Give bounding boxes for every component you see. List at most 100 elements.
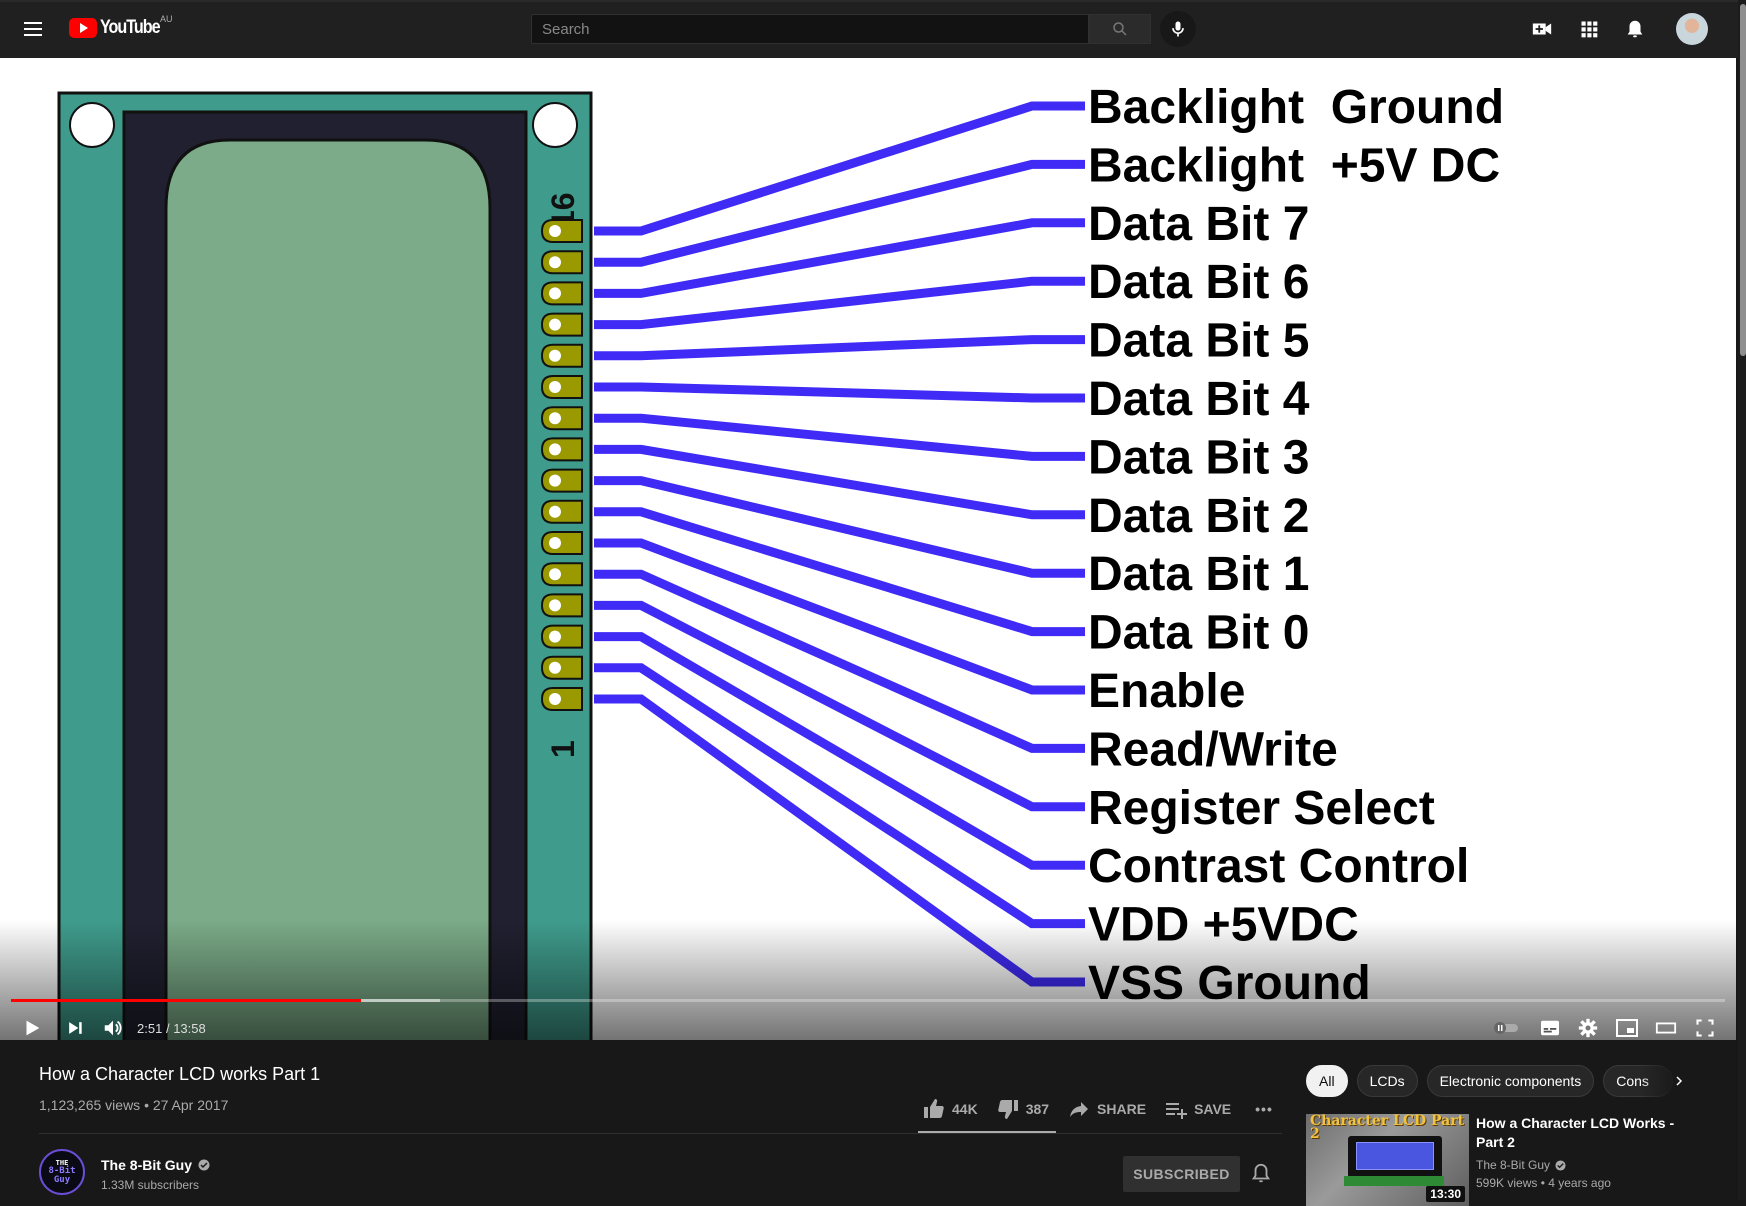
pin-pad-hole <box>549 318 561 331</box>
pin-pad-hole <box>549 287 561 300</box>
subscribed-button[interactable]: SUBSCRIBED <box>1123 1156 1240 1192</box>
pin-pad-hole <box>549 568 561 581</box>
pin-pad <box>540 406 583 431</box>
pin-pad <box>540 437 583 462</box>
recommended-video-title[interactable]: How a Character LCD Works - Part 2 <box>1476 1115 1675 1150</box>
divider <box>39 1133 1282 1134</box>
chip-electronic-components[interactable]: Electronic components <box>1426 1065 1595 1097</box>
recommended-video-thumbnail[interactable]: Character LCD Part 2 13:30 <box>1306 1114 1469 1206</box>
chip-lcds[interactable]: LCDs <box>1356 1065 1418 1097</box>
thumbnail-pcb <box>1344 1176 1444 1186</box>
pin-pad <box>540 281 583 306</box>
save-label: SAVE <box>1194 1101 1232 1117</box>
mounting-hole <box>69 102 115 148</box>
search-button[interactable] <box>1089 14 1151 44</box>
page-scrollbar-thumb[interactable] <box>1740 4 1746 356</box>
subtitles-button[interactable] <box>1532 1010 1568 1040</box>
recommended-video-channel[interactable]: The 8-Bit Guy <box>1476 1158 1566 1172</box>
search-input[interactable] <box>532 15 1088 43</box>
pin-pad <box>540 250 583 275</box>
like-count: 44K <box>952 1101 978 1117</box>
theater-mode-button[interactable] <box>1648 1010 1684 1040</box>
channel-avatar-text: 8-Bit <box>48 1165 76 1176</box>
volume-button[interactable] <box>95 1010 131 1040</box>
user-avatar[interactable] <box>1676 13 1708 45</box>
menu-icon[interactable] <box>24 18 42 40</box>
miniplayer-button[interactable] <box>1609 1010 1645 1040</box>
progress-played <box>11 999 361 1002</box>
notifications-button[interactable] <box>1623 17 1647 41</box>
chip-all[interactable]: All <box>1306 1065 1348 1097</box>
apps-button[interactable] <box>1577 17 1601 41</box>
pin-pads <box>540 219 583 711</box>
pin-wire <box>594 632 1085 870</box>
microphone-icon <box>1172 21 1184 37</box>
more-actions-button[interactable]: ••• <box>1255 1101 1273 1117</box>
pin-label: Data Bit 2 <box>1088 490 1309 543</box>
video-actions: 44K 387 SHARE SAVE ••• <box>922 1094 1291 1124</box>
thumbnail-title-text: Character LCD Part 2 <box>1310 1114 1465 1142</box>
pin-label: Read/Write <box>1088 723 1338 776</box>
verified-badge-icon <box>1555 1159 1566 1171</box>
duration: 13:58 <box>173 1021 206 1036</box>
pin-label: Data Bit 1 <box>1088 548 1309 601</box>
save-button[interactable]: SAVE <box>1164 1097 1231 1121</box>
time-separator: / <box>165 1021 170 1036</box>
autoplay-toggle[interactable] <box>1488 1010 1524 1040</box>
channel-name-link[interactable]: The 8-Bit Guy <box>101 1157 210 1173</box>
video-title: How a Character LCD works Part 1 <box>39 1064 321 1084</box>
pin-label: Data Bit 0 <box>1088 607 1309 660</box>
fullscreen-icon <box>1696 1019 1714 1037</box>
video-camera-plus-icon <box>1532 23 1552 35</box>
lcd-screen <box>164 138 492 1040</box>
create-video-button[interactable] <box>1530 17 1554 41</box>
channel-avatar[interactable]: THE 8-Bit Guy <box>39 1149 85 1195</box>
pin-pad-hole <box>549 381 561 393</box>
pin-pad-hole <box>549 474 561 487</box>
pin-label: Backlight +5V DC <box>1088 139 1500 192</box>
subscriber-count: 1.33M subscribers <box>101 1178 200 1192</box>
verified-badge-icon <box>198 1159 210 1171</box>
dislike-button[interactable]: 387 <box>996 1097 1049 1121</box>
pin-pad-hole <box>549 443 561 456</box>
play-button[interactable] <box>14 1010 50 1040</box>
settings-button[interactable] <box>1570 1010 1606 1040</box>
pin-number-1: 1 <box>545 740 581 758</box>
channel-avatar-text: THE <box>55 1158 69 1167</box>
search-box <box>531 14 1089 44</box>
more-icon: ••• <box>1255 1101 1273 1117</box>
youtube-logo[interactable]: YouTube <box>69 17 170 39</box>
fullscreen-button[interactable] <box>1687 1010 1723 1040</box>
pin-pad <box>540 655 583 680</box>
pin-pad <box>540 468 583 493</box>
pin-label: Backlight Ground <box>1088 81 1504 134</box>
pin-wires <box>594 101 1085 987</box>
pin-pad <box>540 312 583 337</box>
notification-bell-button[interactable] <box>1250 1162 1274 1186</box>
voice-search-button[interactable] <box>1160 11 1196 47</box>
miniplayer-icon <box>1616 1019 1638 1037</box>
skip-next-icon <box>69 1022 82 1034</box>
region-code: AU <box>160 14 173 24</box>
pin-wire <box>594 538 1085 695</box>
play-icon <box>26 1020 40 1036</box>
like-button[interactable]: 44K <box>922 1097 978 1121</box>
next-button[interactable] <box>57 1010 93 1040</box>
bell-icon <box>1627 20 1643 38</box>
chip-next-button[interactable] <box>1664 1066 1694 1096</box>
video-duration-badge: 13:30 <box>1426 1186 1465 1202</box>
pin-pad-hole <box>549 256 561 269</box>
pin-wire <box>594 218 1085 298</box>
pin-label: Data Bit 7 <box>1088 198 1309 251</box>
share-button[interactable]: SHARE <box>1067 1097 1146 1121</box>
autoplay-toggle-icon <box>1494 1022 1518 1034</box>
pin-pad <box>540 593 583 618</box>
share-icon <box>1070 1102 1089 1117</box>
pin-pad-hole <box>549 225 561 237</box>
pin-label: Contrast Control <box>1088 840 1469 893</box>
playlist-add-icon <box>1166 1103 1188 1119</box>
progress-bar[interactable] <box>11 999 1725 1002</box>
page-scrollbar[interactable] <box>1738 0 1746 1200</box>
